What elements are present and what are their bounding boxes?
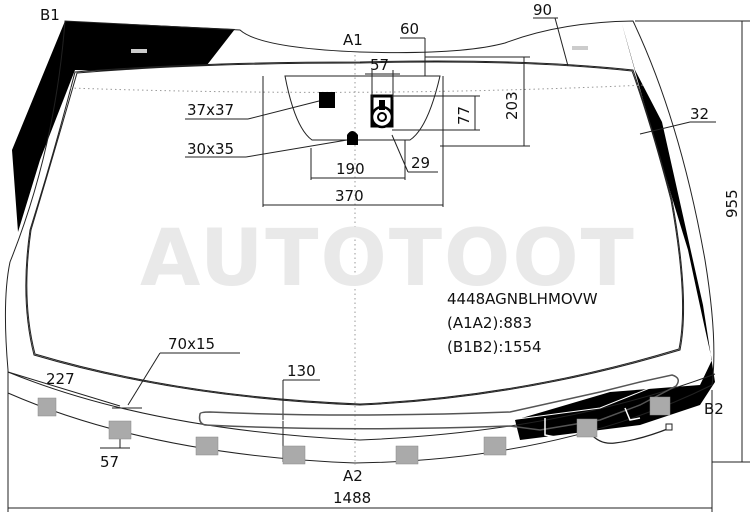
clip-8 [649, 396, 671, 416]
glass-outer-contour [4, 20, 715, 464]
dim-955: 955 [723, 189, 741, 218]
dim-190: 190 [336, 160, 365, 178]
heating-wire-inner [204, 379, 671, 423]
leader-37x37 [247, 100, 320, 120]
leader-70x15 [127, 352, 161, 406]
dim-line-227 [7, 371, 121, 407]
camera-bracket [370, 94, 394, 129]
marker-top-left [131, 49, 147, 53]
dim-line-32 [639, 121, 691, 135]
label-70x15: 70x15 [168, 335, 215, 353]
dim-227: 227 [46, 370, 75, 388]
dim-29: 29 [411, 154, 430, 172]
dotted-upper-reference [69, 84, 646, 93]
measure-a1a2: (A1A2):883 [447, 314, 532, 332]
heating-wire-loop [198, 374, 679, 431]
sensor-37x37 [319, 92, 335, 108]
heating-lead-a [544, 418, 556, 438]
heating-lead-b [624, 407, 641, 421]
dim-57-bottom: 57 [100, 453, 119, 471]
point-b1: B1 [40, 6, 60, 24]
clip-2 [108, 420, 132, 440]
point-a1: A1 [343, 31, 363, 49]
clip-1 [37, 397, 57, 417]
part-code: 4448AGNBLHMOVW [447, 290, 598, 308]
sensor-zone-cutout [284, 75, 441, 141]
inner-white-area [26, 62, 683, 404]
sensor-30x35 [347, 131, 358, 145]
dim-32: 32 [690, 105, 709, 123]
glass-inner-contour [25, 60, 685, 406]
point-b2: B2 [704, 400, 724, 418]
dim-1488: 1488 [333, 489, 371, 507]
dim-90: 90 [533, 1, 552, 19]
dim-370: 370 [335, 187, 364, 205]
dim-line-90 [554, 17, 569, 67]
watermark: AUTOTOOT [140, 214, 636, 304]
measure-b1b2: (B1B2):1554 [447, 338, 542, 356]
point-a2: A2 [343, 467, 363, 485]
dim-203: 203 [503, 91, 521, 120]
heating-connector-wire [589, 427, 671, 444]
marker-top-right [572, 46, 588, 50]
clip-6 [483, 436, 507, 456]
clip-5 [395, 445, 419, 465]
inner-contour-line [26, 61, 684, 405]
leader-30x35 [245, 139, 348, 158]
clip-7 [576, 418, 598, 438]
bottom-inner-rim [7, 371, 716, 441]
clip-4 [282, 445, 306, 465]
mounting-clips [37, 396, 671, 465]
dim-77: 77 [455, 106, 473, 125]
heating-connector [665, 423, 673, 431]
leader-29 [391, 134, 409, 173]
dim-60: 60 [400, 20, 419, 38]
black-band-right [515, 24, 715, 440]
label-30x35: 30x35 [187, 140, 234, 158]
black-band-left [12, 21, 235, 232]
dim-130: 130 [287, 362, 316, 380]
clip-3 [195, 436, 219, 456]
label-37x37: 37x37 [187, 101, 234, 119]
dim-57-top: 57 [370, 56, 389, 74]
